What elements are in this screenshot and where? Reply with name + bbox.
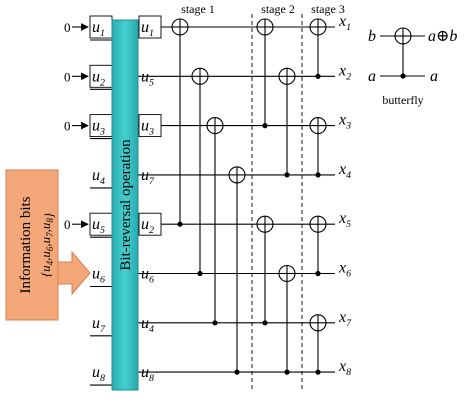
butterfly-dot-icon — [400, 73, 406, 79]
output-1: x1 — [338, 13, 351, 33]
information-arrow — [57, 250, 91, 296]
permuted-box-3 — [138, 114, 162, 138]
frozen-bit-2: 0 — [64, 69, 71, 84]
butterfly-legend: b a a⊕b a butterfly — [368, 27, 457, 107]
permuted-inputs: u1 u5 u3 u7 u2 u6 u4 u8 — [138, 15, 162, 384]
dot-icon — [284, 369, 290, 375]
stage-2-label: stage 2 — [261, 2, 295, 16]
dot-icon — [315, 73, 321, 79]
left-input-2: u2 — [92, 68, 105, 88]
permuted-input-1: u1 — [141, 19, 154, 39]
dot-icon — [315, 270, 321, 277]
outputs: x1 x2 x3 x4 x5 x6 x7 x8 — [338, 13, 352, 378]
butterfly-caption: butterfly — [382, 93, 423, 107]
stage-3-label: stage 3 — [311, 2, 345, 16]
left-input-1: u1 — [92, 19, 105, 39]
information-bits-title: Information bits — [18, 196, 34, 293]
permuted-input-6: u6 — [141, 266, 154, 286]
permuted-input-2: u5 — [141, 68, 154, 88]
left-input-3: u3 — [92, 118, 105, 138]
butterfly-in-bottom: a — [368, 68, 376, 85]
xor-gates-layer — [171, 18, 327, 375]
information-bits-set: {u4,u6,u7,u8} — [38, 212, 56, 277]
output-5: x5 — [338, 210, 351, 230]
permuted-input-5: u2 — [141, 216, 154, 236]
output-4: x4 — [338, 161, 351, 181]
butterfly-out-top: a⊕b — [428, 28, 457, 45]
dot-icon — [262, 123, 268, 129]
dot-icon — [284, 172, 290, 178]
permuted-input-3: u3 — [141, 118, 154, 138]
left-inputs: 0 u1 0 u2 0 u3 u4 0 u5 u6 u7 u8 — [64, 15, 113, 386]
bit-reversal-label: Bit-reversal operation — [118, 139, 134, 271]
permuted-box-1 — [138, 15, 162, 39]
dot-icon — [315, 172, 321, 178]
permuted-box-5 — [138, 212, 162, 236]
frozen-bit-3: 0 — [64, 119, 71, 134]
frozen-bit-1: 0 — [64, 20, 71, 35]
output-3: x3 — [338, 112, 351, 132]
left-input-5: u5 — [92, 216, 105, 236]
bit-reversal-block — [111, 19, 139, 391]
stage-1-label: stage 1 — [181, 2, 215, 16]
output-8: x8 — [338, 358, 351, 378]
dot-icon — [177, 221, 183, 227]
dot-icon — [234, 369, 240, 375]
dot-icon — [212, 320, 218, 326]
dot-icon — [197, 270, 203, 277]
permuted-input-7: u4 — [141, 315, 154, 335]
left-input-6: u6 — [92, 266, 105, 286]
butterfly-out-bottom: a — [430, 68, 438, 85]
information-bits-block — [5, 169, 59, 321]
dot-icon — [315, 369, 321, 375]
butterfly-in-top: b — [368, 28, 376, 45]
permuted-input-8: u8 — [141, 364, 154, 384]
left-input-8: u8 — [92, 364, 105, 384]
frozen-bit-5: 0 — [64, 217, 71, 232]
output-2: x2 — [338, 62, 351, 82]
output-7: x7 — [338, 309, 352, 329]
left-input-4: u4 — [92, 167, 105, 187]
dot-icon — [262, 320, 268, 326]
left-input-7: u7 — [92, 315, 106, 335]
output-6: x6 — [338, 260, 351, 280]
permuted-input-4: u7 — [141, 167, 155, 187]
